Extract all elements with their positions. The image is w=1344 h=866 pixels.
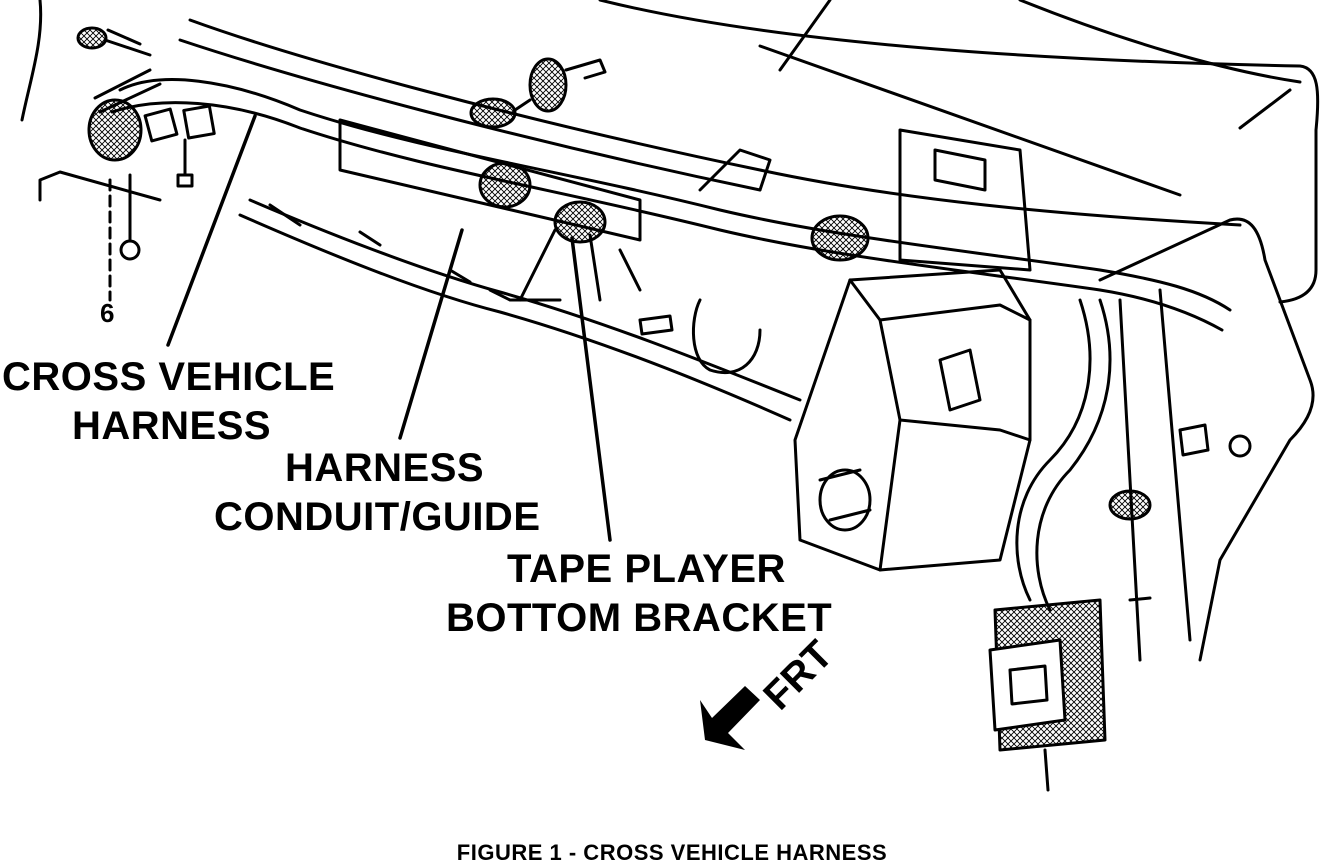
cross-vehicle-harness-label-line2: HARNESS <box>72 404 272 448</box>
front-arrow <box>700 686 760 750</box>
left-connector-cluster <box>38 26 216 202</box>
leader-lines <box>166 114 612 542</box>
lower-right-connector <box>988 596 1152 792</box>
tape-player-bracket <box>518 148 772 375</box>
front-arrow-label: FRT <box>755 632 841 718</box>
harness-conduit-guide <box>238 118 802 422</box>
instrument-panel-top <box>20 0 1320 304</box>
figure-caption: FIGURE 1 - CROSS VEHICLE HARNESS <box>456 840 888 865</box>
harness-conduit-label-line2: CONDUIT/GUIDE <box>214 495 541 539</box>
harness-conduit-label-line1: HARNESS <box>285 446 485 490</box>
blower-module <box>793 268 1032 572</box>
upper-connectors <box>469 57 607 244</box>
tape-player-label-line1: TAPE PLAYER <box>507 547 786 591</box>
right-harness-branch <box>810 214 1210 612</box>
tape-player-label-line2: BOTTOM BRACKET <box>446 596 833 640</box>
cross-vehicle-harness-label-line1: CROSS VEHICLE <box>2 355 336 399</box>
fastener <box>108 173 141 302</box>
fastener-callout-number: 6 <box>100 298 114 328</box>
cross-vehicle-harness <box>110 18 1242 332</box>
